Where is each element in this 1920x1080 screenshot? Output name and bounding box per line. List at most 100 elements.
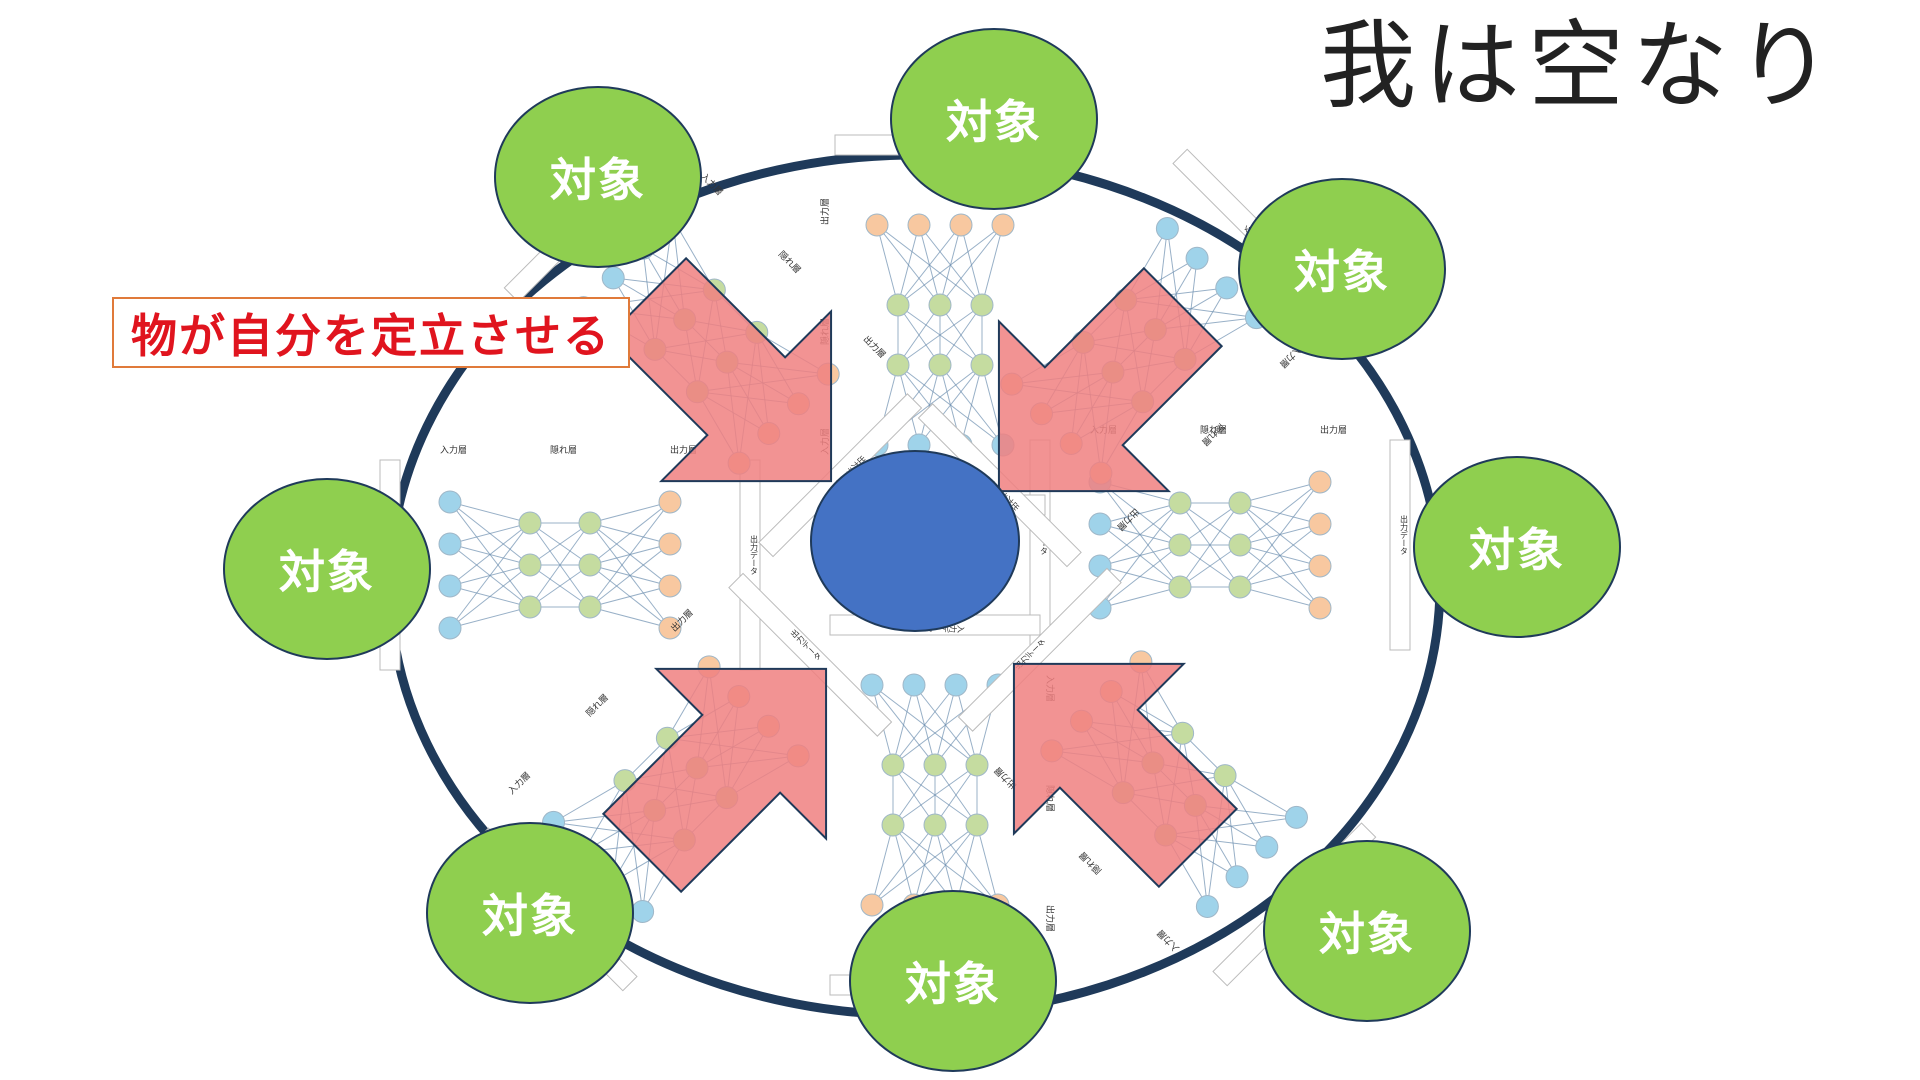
network-edge [871, 684, 936, 766]
network-edge [589, 585, 671, 608]
network-node [1215, 276, 1239, 300]
network-node [658, 616, 682, 640]
network-node [881, 753, 905, 777]
network-edge [529, 522, 591, 608]
object-circle: 対象 [426, 822, 634, 1004]
network-node [886, 293, 910, 317]
network-node [658, 490, 682, 514]
network-node [438, 616, 462, 640]
object-label: 対象 [482, 889, 578, 943]
network-edge [913, 684, 978, 766]
output-data-label: 出力データ [1400, 514, 1409, 555]
network-node [1255, 835, 1279, 859]
network-edge [876, 224, 899, 306]
network-node [1308, 554, 1332, 578]
network-edge [1239, 565, 1321, 588]
network-edge [871, 684, 978, 766]
network-edge [449, 522, 531, 545]
network-edge [1239, 481, 1321, 504]
network-node [1308, 470, 1332, 494]
network-node [1168, 575, 1192, 599]
network-node [970, 353, 994, 377]
output-layer-label: 出力層 [1044, 905, 1056, 932]
object-label: 対象 [550, 153, 646, 207]
input-layer-label: 入力層 [440, 444, 467, 456]
network-node [965, 813, 989, 837]
network-node [907, 213, 931, 237]
network-node [1168, 491, 1192, 515]
network-edge [1239, 481, 1321, 588]
network-edge [553, 780, 626, 823]
network-node [860, 893, 884, 917]
object-circle: 対象 [1238, 178, 1446, 360]
hidden-layer-label: 隠れ層 [1200, 424, 1227, 436]
object-label: 対象 [1319, 907, 1415, 961]
network-edge [589, 543, 671, 608]
network-node [1185, 246, 1209, 270]
network-edge [449, 606, 531, 629]
network-edge [939, 304, 983, 366]
network-node [991, 213, 1015, 237]
network-node [1308, 512, 1332, 536]
network-node [601, 266, 625, 290]
network-node [970, 293, 994, 317]
network-edge [934, 824, 999, 906]
network-edge [897, 304, 983, 366]
network-node [1228, 575, 1252, 599]
network-node [928, 353, 952, 377]
network-edge [876, 224, 983, 306]
network-edge [1239, 586, 1321, 609]
network-edge [934, 764, 978, 826]
center-circle [810, 450, 1020, 632]
network-node [902, 673, 926, 697]
network-edge [1239, 481, 1321, 546]
network-node [438, 490, 462, 514]
network-node [438, 532, 462, 556]
network-edge [589, 501, 671, 566]
network-edge [589, 606, 671, 629]
object-label: 対象 [905, 957, 1001, 1011]
object-circle: 対象 [223, 478, 431, 660]
network-node [949, 213, 973, 237]
network-node [578, 511, 602, 535]
network-edge [897, 304, 941, 366]
network-edge [871, 824, 894, 906]
network-edge [876, 224, 941, 306]
object-circle: 対象 [890, 28, 1098, 210]
neural-network: 入力層隠れ層出力層入力データ出力データ [1029, 424, 1411, 651]
page-title: 我は空なり [1320, 10, 1840, 122]
network-edge [918, 224, 983, 306]
object-label: 対象 [1294, 245, 1390, 299]
network-edge [449, 522, 531, 587]
network-edge [892, 764, 936, 826]
network-node [518, 595, 542, 619]
network-edge [449, 522, 531, 629]
network-node [1155, 217, 1179, 241]
network-node [578, 553, 602, 577]
network-edge [529, 564, 591, 608]
arrow-to-center [601, 667, 828, 894]
network-node [923, 753, 947, 777]
network-node [886, 353, 910, 377]
network-node [1213, 764, 1237, 788]
network-node [438, 574, 462, 598]
network-node [658, 532, 682, 556]
network-node [1195, 894, 1219, 918]
network-edge [589, 501, 671, 524]
output-data-bar [957, 567, 1122, 732]
network-node [865, 213, 889, 237]
network-node [928, 293, 952, 317]
network-node [1088, 512, 1112, 536]
network-node [944, 673, 968, 697]
network-edge [1099, 544, 1181, 609]
object-circle: 対象 [494, 86, 702, 268]
network-edge [1179, 502, 1241, 546]
object-label: 対象 [1469, 523, 1565, 577]
network-node [1225, 865, 1249, 889]
network-edge [976, 824, 999, 906]
arrow-to-center [997, 266, 1224, 493]
network-node [1228, 491, 1252, 515]
network-edge [1224, 775, 1297, 818]
network-edge [960, 224, 983, 306]
